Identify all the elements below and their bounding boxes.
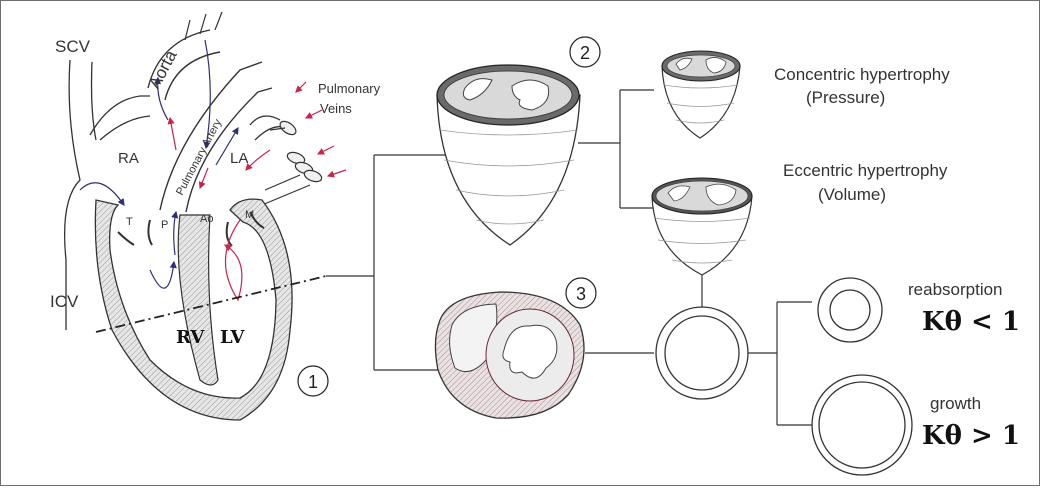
label-scv: SCV (55, 37, 91, 56)
label-p: P (161, 219, 168, 231)
cross-section (435, 292, 584, 418)
marker-1: 1 (298, 366, 328, 396)
label-eccentric: Eccentric hypertrophy (783, 161, 948, 180)
label-m: M (245, 209, 254, 221)
ring-reabsorption (818, 278, 882, 342)
label-concentric: Concentric hypertrophy (774, 65, 950, 84)
formula-reabsorption: Kθ < 1 (922, 307, 1020, 337)
formula-growth: Kθ > 1 (922, 421, 1020, 451)
large-cone-normal (437, 65, 580, 245)
label-t: T (126, 216, 133, 228)
eccentric-cone (652, 178, 752, 275)
marker-3: 3 (566, 278, 596, 308)
label-pulmonary: Pulmonary (318, 81, 381, 96)
label-rv: RV (176, 327, 205, 348)
label-ao: Ao (200, 213, 213, 225)
marker-2: 2 (570, 37, 600, 67)
svg-text:3: 3 (576, 284, 586, 304)
label-veins: Veins (320, 101, 352, 116)
label-icv: ICV (50, 292, 79, 311)
label-pressure: (Pressure) (806, 88, 885, 107)
svg-text:1: 1 (308, 372, 318, 392)
ring-growth (812, 375, 912, 475)
label-lv: LV (220, 327, 246, 348)
septum (178, 215, 218, 385)
label-la: LA (230, 150, 248, 167)
label-ra: RA (118, 150, 139, 167)
svg-text:2: 2 (580, 43, 590, 63)
concentric-cone (662, 51, 740, 138)
label-aorta: Aorta (145, 47, 181, 92)
ring-normal (656, 307, 748, 399)
label-volume: (Volume) (818, 185, 886, 204)
label-reabsorption: reabsorption (908, 280, 1003, 299)
label-pulmonary-artery: Pulmonary Artery (174, 117, 224, 198)
vena-cava-wall (65, 60, 80, 330)
label-growth: growth (930, 394, 981, 413)
